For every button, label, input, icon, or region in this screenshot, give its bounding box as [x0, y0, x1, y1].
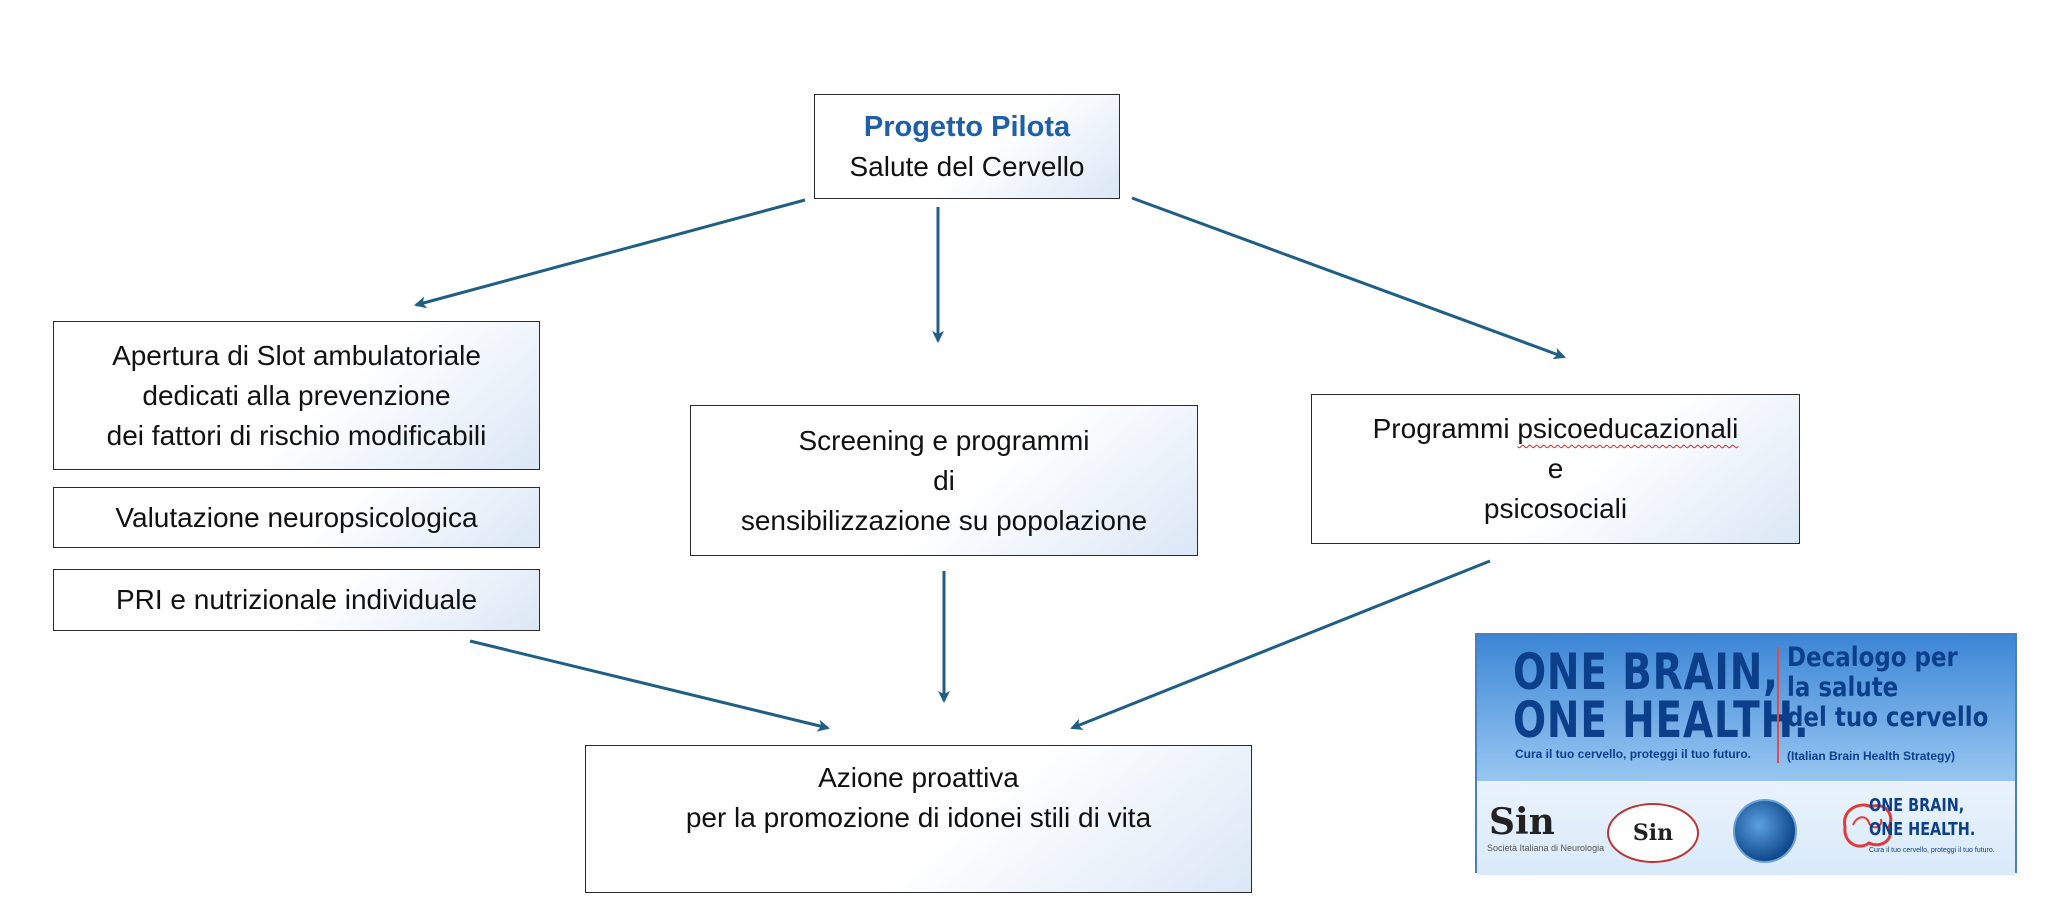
small-logo-tagline: Cura il tuo cervello, proteggi il tuo fu…: [1869, 847, 1995, 854]
programmi-prefix: Programmi: [1372, 413, 1518, 444]
logo-headline-2: ONE HEALTH.: [1513, 691, 1810, 749]
brain-globe-icon: [1733, 799, 1797, 863]
logo-tagline: Cura il tuo cervello, proteggi il tuo fu…: [1515, 747, 1752, 761]
screening-line-1: Screening e programmi: [798, 424, 1090, 456]
azione-line-2: per la promozione di idonei stili di vit…: [685, 802, 1152, 833]
psicoeducazionali-word: psicoeducazionali: [1517, 413, 1739, 444]
sin-oval-logo: Sin: [1607, 803, 1699, 863]
decalogo-line-2: la salute: [1787, 672, 1899, 703]
sin-logo-caption: Società Italiana di Neurologia: [1487, 843, 1605, 853]
azione-line-1: Azione proattiva: [818, 762, 1019, 793]
pri-label: PRI e nutrizionale individuale: [115, 584, 478, 615]
programmi-line-3: psicosociali: [1483, 493, 1628, 524]
sin-logo-text: Sin: [1489, 801, 1555, 843]
logo-headline-1: ONE BRAIN,: [1513, 643, 1779, 701]
node-slot-ambulatoriale: Apertura di Slot ambulatoriale dedicati …: [53, 321, 540, 470]
logo-sponsor-strip: Sin Società Italiana di Neurologia Sin O…: [1477, 781, 2015, 875]
root-subtitle: Salute del Cervello: [849, 150, 1085, 182]
root-title: Progetto Pilota: [863, 110, 1071, 143]
arrow-right-to-bottom: [1070, 559, 1491, 730]
decalogo-line-3: del tuo cervello: [1787, 702, 1989, 733]
brain-outline-icon: [1843, 803, 1893, 848]
small-logo-line-1: ONE BRAIN,: [1869, 795, 1965, 816]
screening-line-3: sensibilizzazione su popolazione: [740, 504, 1148, 536]
logo-divider: [1777, 647, 1779, 763]
decalogo-subtitle: (Italian Brain Health Strategy): [1787, 749, 1956, 763]
root-node: Progetto Pilota Salute del Cervello: [814, 94, 1120, 199]
arrow-root-to-left: [414, 198, 806, 309]
programmi-line-2: e: [1547, 453, 1564, 484]
small-logo-line-2: ONE HEALTH.: [1869, 819, 1976, 840]
slot-line-2: dedicati alla prevenzione: [142, 379, 451, 411]
node-valutazione-neuropsicologica: Valutazione neuropsicologica: [53, 487, 540, 548]
node-programmi-psicoeducazionali: Programmi psicoeducazionali e psicosocia…: [1311, 394, 1800, 544]
node-azione-proattiva: Azione proattiva per la promozione di id…: [585, 745, 1252, 893]
decalogo-title: Decalogo per la salute del tuo cervello: [1787, 643, 1988, 733]
screening-line-2: di: [933, 464, 955, 496]
programmi-line-1: Programmi psicoeducazionali: [1373, 409, 1739, 449]
one-brain-one-health-logo: ONE BRAIN, ONE HEALTH. Cura il tuo cerve…: [1475, 633, 2017, 875]
valutazione-label: Valutazione neuropsicologica: [115, 501, 478, 533]
arrow-left-to-bottom: [469, 639, 830, 732]
decalogo-line-1: Decalogo per: [1787, 642, 1958, 673]
logo-banner-top: ONE BRAIN, ONE HEALTH. Cura il tuo cerve…: [1477, 635, 2015, 781]
node-pri-nutrizionale: PRI e nutrizionale individuale: [53, 569, 540, 631]
arrow-root-to-right: [1131, 196, 1566, 360]
node-screening: Screening e programmi di sensibilizzazio…: [690, 405, 1198, 556]
slot-line-3: dei fattori di rischio modificabili: [106, 419, 487, 451]
slot-line-1: Apertura di Slot ambulatoriale: [112, 339, 481, 371]
